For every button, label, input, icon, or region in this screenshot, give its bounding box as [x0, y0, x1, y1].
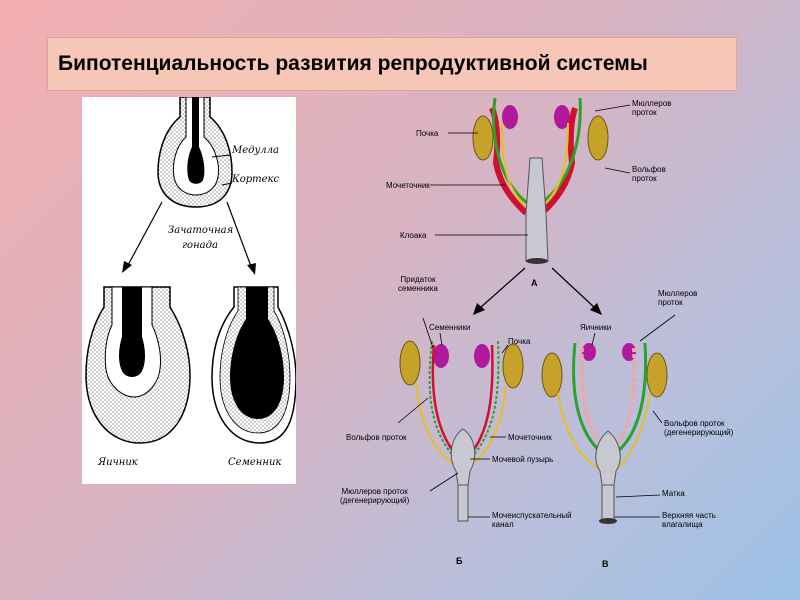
ovary-label: Яичник — [98, 457, 138, 468]
testes-label: Семенники — [429, 323, 471, 332]
stage-a-gonad-left — [502, 105, 518, 129]
stage-b-bladder — [450, 428, 476, 486]
stage-a-cloaca — [525, 157, 549, 262]
arrow-head-stage-c — [590, 303, 602, 315]
arrow-head-stage-b — [473, 303, 485, 315]
stage-a-wolffian-left — [501, 122, 531, 210]
stage-c-wolffian-left — [579, 347, 604, 447]
mullerian-duct-label: Мюллеров проток — [632, 99, 672, 117]
stage-b-mullerian-left — [428, 340, 459, 462]
bladder-label: Мочевой пузырь — [492, 455, 554, 464]
testis-label: Семенник — [228, 457, 282, 468]
stage-c-wolffian-right — [614, 347, 637, 447]
stage-a-mullerian-right — [537, 97, 582, 207]
stage-c-kidney-left — [541, 352, 563, 398]
cortex-label: Кортекс — [232, 174, 280, 185]
stage-b-group — [397, 317, 524, 522]
gonad-diagram — [85, 97, 296, 444]
cortex-leader — [221, 182, 233, 186]
stage-a-group — [430, 97, 631, 264]
gonad-label-line1: Зачаточная — [168, 225, 234, 236]
duct-diagram — [397, 97, 676, 524]
stage-b-mullerian-right — [467, 340, 500, 462]
stage-b-ureter-left — [415, 382, 457, 466]
gonad-diagram-panel: Медулла Кортекс Зачаточная гонада Яичник… — [82, 97, 296, 484]
stage-c-bladder — [595, 430, 621, 486]
stage-b-kidney-left — [399, 340, 421, 386]
primordial-gonad — [157, 97, 233, 208]
wolffian-duct-label: Вольфов проток — [632, 165, 666, 183]
medulla-leader — [211, 154, 231, 158]
page-title: Бипотенциальность развития репродуктивно… — [58, 52, 648, 75]
stage-a-label: А — [531, 278, 538, 288]
stage-c-uterus-vagina — [601, 484, 615, 524]
stage-a-kidney-right — [587, 115, 609, 161]
stage-a-kidney-left — [472, 115, 494, 161]
kidney-label-2: Почка — [508, 337, 531, 346]
urethra-label: Мочеиспускательный канал — [492, 511, 572, 529]
stage-b-urethra — [457, 484, 469, 522]
mullerian-degenerating-label: Мюллеров проток (дегенерирующий) — [340, 487, 410, 505]
stage-c-ureter-left — [557, 392, 601, 470]
ovaries-label: Яичники — [580, 323, 612, 332]
title-box: Бипотенциальность развития репродуктивно… — [47, 37, 737, 91]
duct-diagram-panel: Мюллеров проток Почка Вольфов проток Моч… — [330, 93, 800, 573]
stage-c-mullerian-left — [572, 342, 603, 455]
stage-b-testis-left — [433, 344, 449, 368]
stage-c-group — [541, 314, 676, 524]
kidney-label: Почка — [416, 129, 439, 138]
stage-c-ovary-left — [582, 343, 596, 361]
wolffian-duct-b-label: Вольфов проток — [346, 433, 407, 442]
arrow-head-testis — [247, 263, 256, 275]
uterus-label: Матка — [662, 489, 685, 498]
cloaca-label: Клоака — [400, 231, 427, 240]
stage-a-mullerian-left — [492, 97, 531, 207]
ovary-shape — [85, 286, 191, 444]
stage-b-label: Б — [456, 556, 463, 566]
upper-vagina-label: Верхняя часть влагалища — [662, 511, 716, 529]
stage-c-ureter-right — [615, 392, 651, 470]
wolffian-degenerating-label: Вольфов проток (дегенерирующий) — [664, 419, 734, 437]
stage-b-ureter-right — [469, 386, 507, 466]
stage-c-label: В — [602, 559, 609, 569]
ureter-b-label: Мочеточник — [508, 433, 552, 442]
stage-c-vaginal-opening — [599, 518, 617, 524]
stage-a-gonad-right — [554, 105, 570, 129]
arrow-to-stage-c — [551, 267, 596, 309]
stage-c-kidney-right — [646, 352, 668, 398]
stage-b-kidney-right — [502, 343, 524, 389]
mullerian-duct-2-label: Мюллеров проток — [658, 289, 698, 307]
arrow-to-ovary — [126, 201, 163, 268]
gonad-label-line2: гонада — [182, 240, 218, 251]
arrow-to-stage-b — [479, 267, 526, 309]
arrow-head-ovary — [122, 261, 132, 273]
testis-shape — [211, 286, 296, 444]
stage-b-testis-right — [474, 344, 490, 368]
stage-c-mullerian-right — [615, 342, 648, 455]
arrow-to-testis — [226, 201, 253, 270]
stage-a-cloaca-opening — [526, 258, 548, 264]
epididymis-label: Придаток семенника — [398, 275, 438, 293]
stage-a-mesonephros-left — [489, 106, 529, 216]
ureter-label: Мочеточник — [386, 181, 430, 190]
medulla-label: Медулла — [232, 145, 279, 156]
